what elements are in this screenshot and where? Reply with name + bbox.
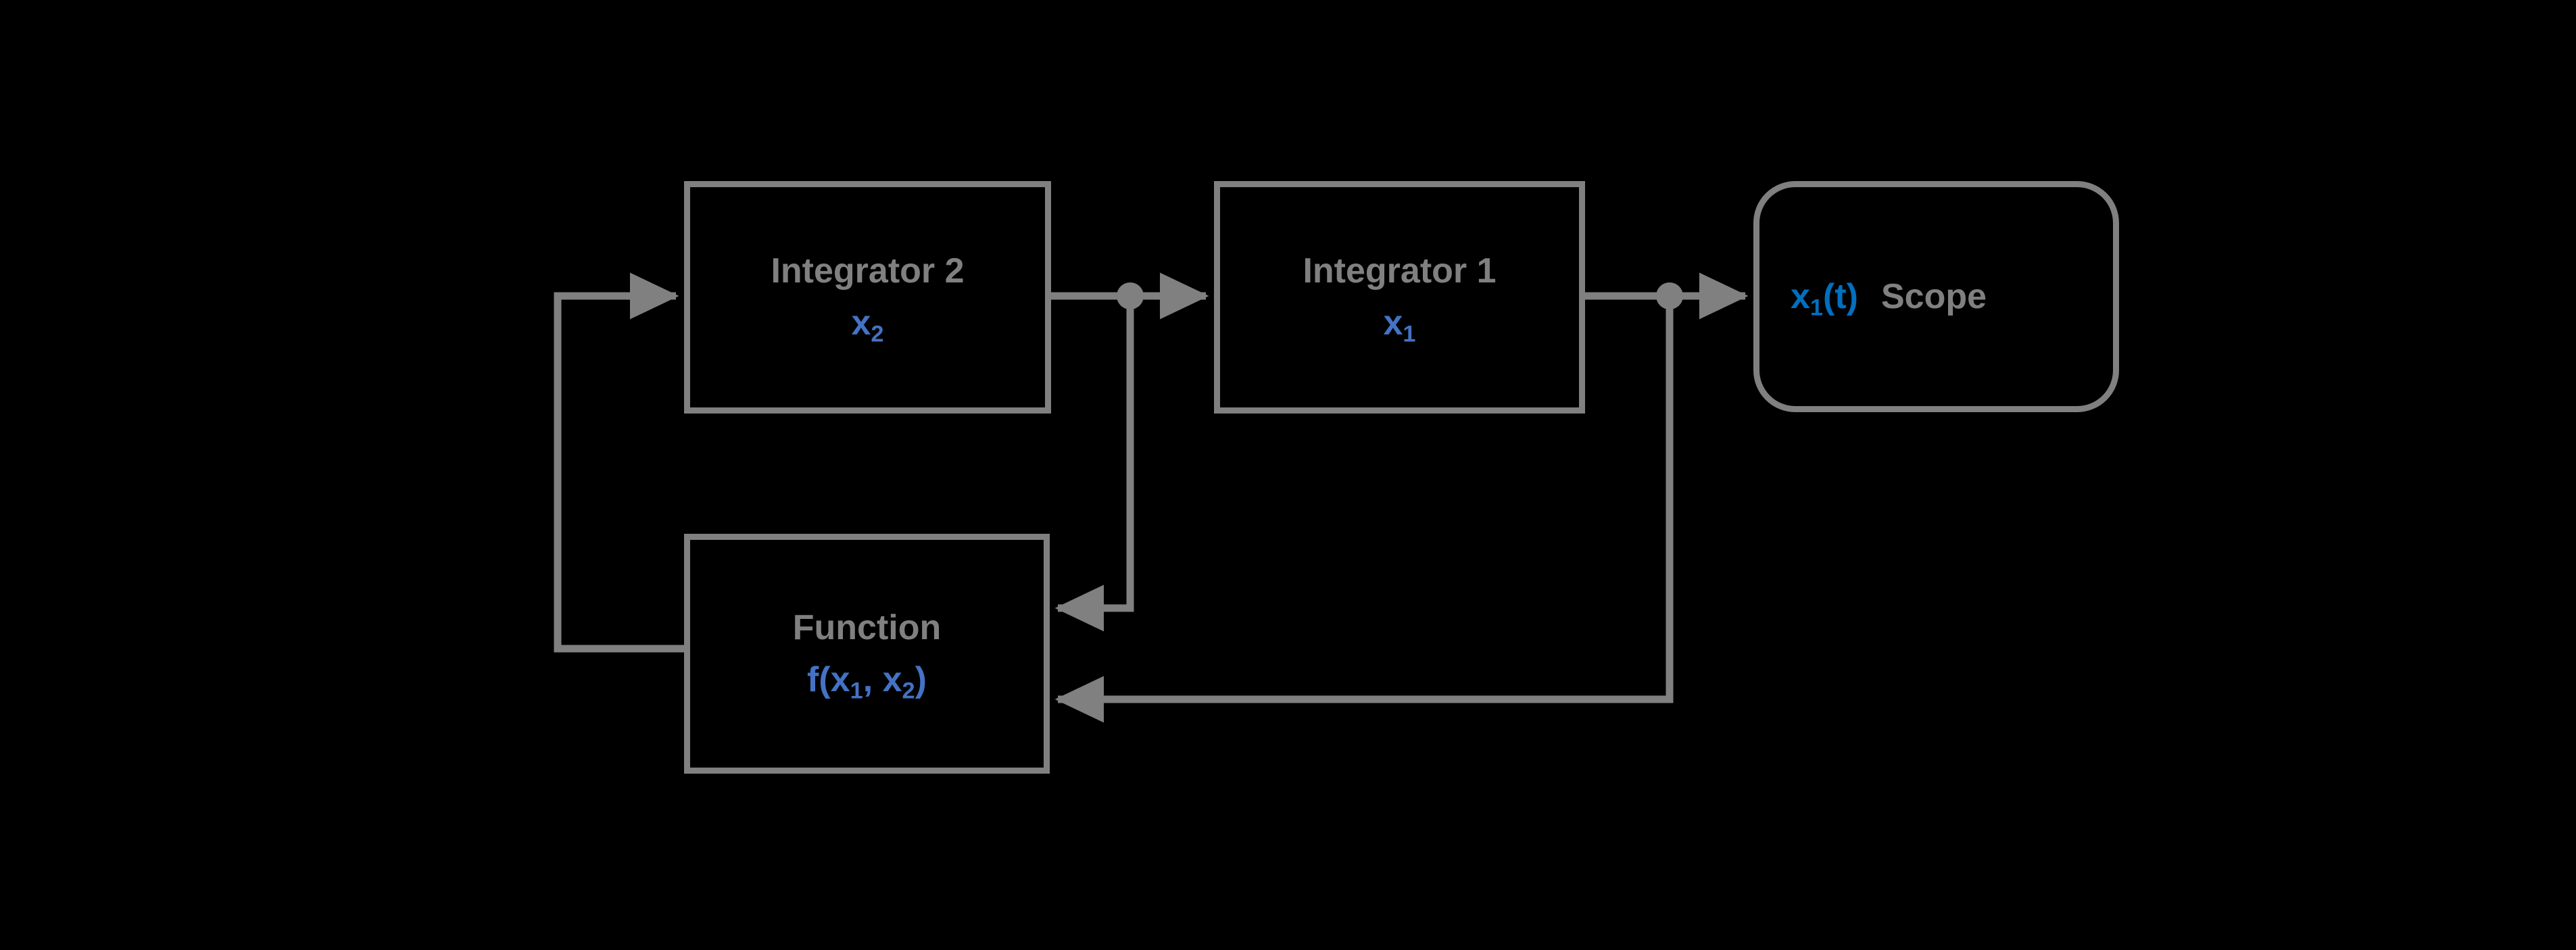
- block-integrator-1[interactable]: Integrator 1 x1: [1214, 181, 1585, 414]
- block-integrator-1-variable-base: x: [1383, 303, 1403, 343]
- block-scope-signal-suffix: (t): [1823, 276, 1858, 316]
- block-scope-signal-subscript: 1: [1809, 294, 1824, 320]
- block-function-expression-subscript-1: 1: [850, 677, 863, 703]
- block-integrator-2-variable: x2: [851, 303, 883, 346]
- wire-x1-feedback: [1054, 296, 1674, 723]
- block-function[interactable]: Function f(x1, x2): [684, 534, 1050, 774]
- wire-x2-feedback: [1054, 296, 1134, 632]
- block-function-title: Function: [792, 607, 942, 647]
- block-function-expression-suffix: ): [915, 659, 927, 699]
- block-integrator-1-variable-subscript: 1: [1403, 321, 1416, 347]
- block-scope-signal-base: x: [1791, 276, 1810, 316]
- block-function-expression-prefix: f(x: [807, 659, 850, 699]
- junction-dot-x1: [1656, 282, 1683, 309]
- wire-function-to-integrator2: [554, 272, 684, 653]
- block-integrator-2[interactable]: Integrator 2 x2: [684, 181, 1051, 414]
- block-integrator-2-variable-subscript: 2: [871, 321, 884, 347]
- block-integrator-2-variable-base: x: [851, 303, 871, 343]
- block-function-expression-subscript-2: 2: [902, 677, 915, 703]
- block-scope-signal-label: x1(t): [1791, 276, 1858, 319]
- block-scope[interactable]: x1(t) Scope: [1753, 181, 2119, 412]
- block-integrator-1-variable: x1: [1383, 303, 1415, 346]
- junction-dot-x2: [1117, 282, 1144, 309]
- block-integrator-1-title: Integrator 1: [1303, 251, 1497, 291]
- block-scope-title: Scope: [1880, 276, 1987, 316]
- block-function-expression-mid: , x: [862, 659, 902, 699]
- block-integrator-2-title: Integrator 2: [771, 251, 965, 291]
- block-function-expression: f(x1, x2): [807, 659, 927, 702]
